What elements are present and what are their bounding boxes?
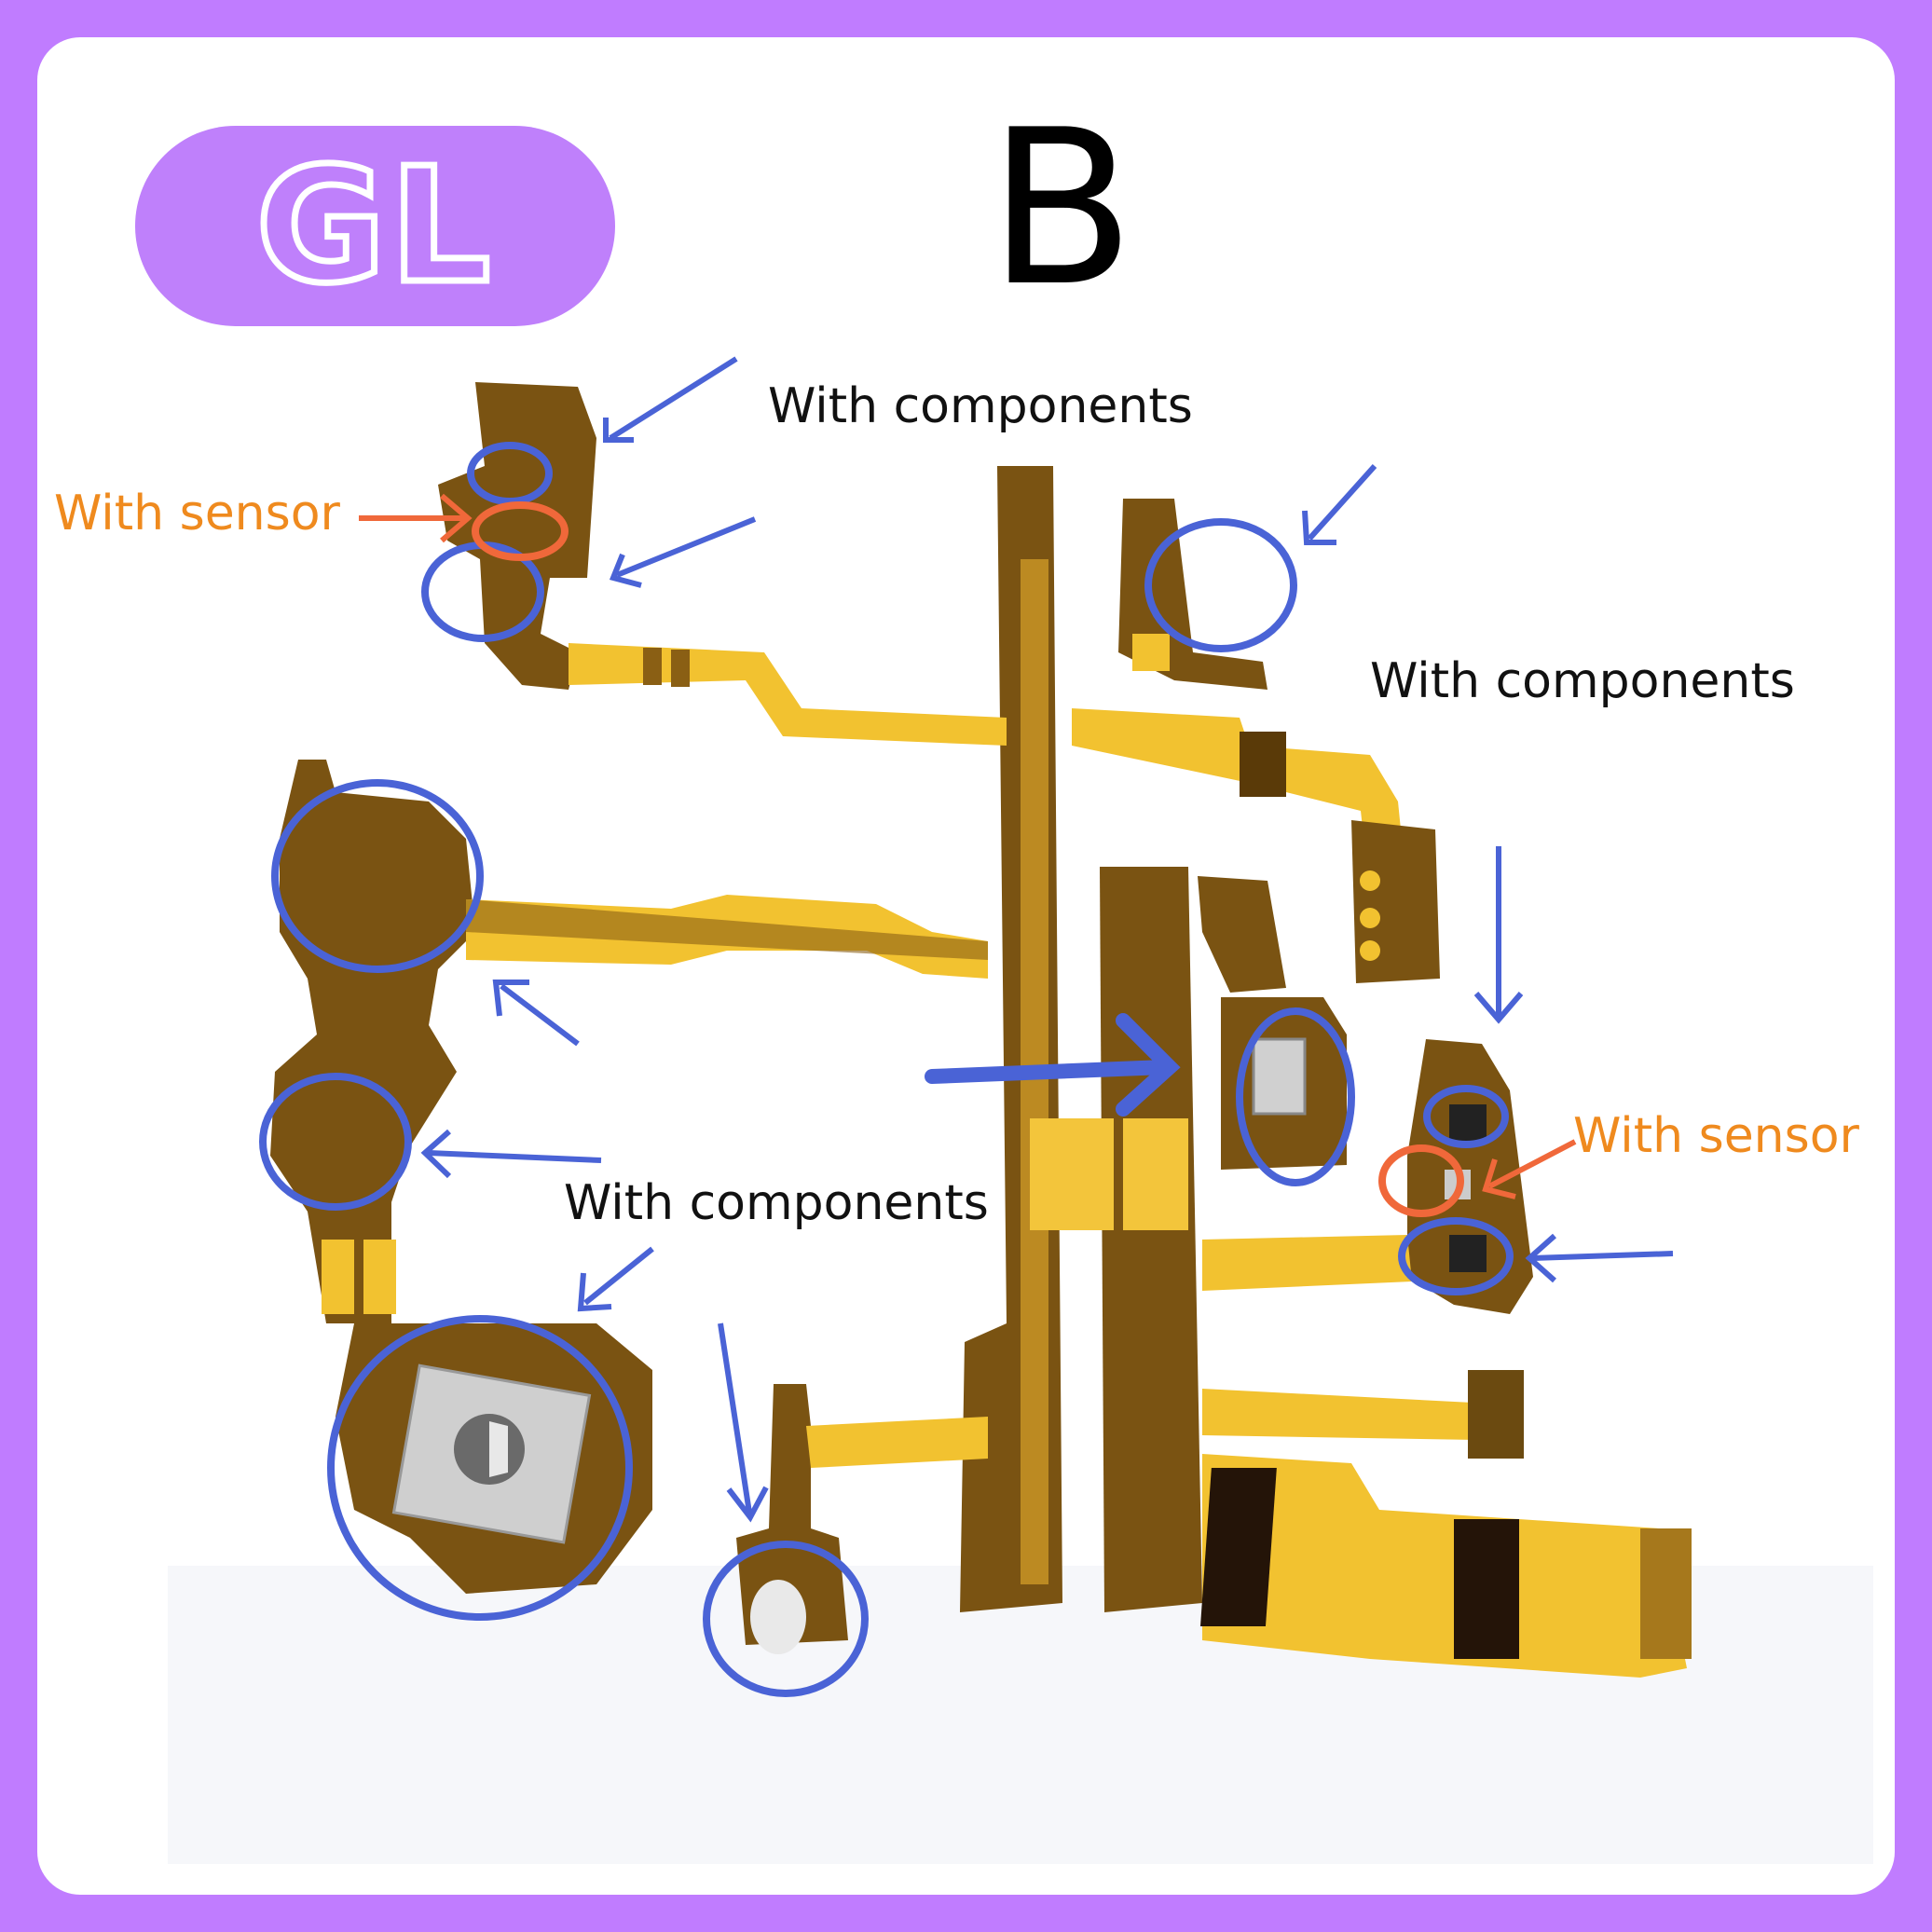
sensor-callouts bbox=[472, 501, 1464, 1217]
flex-cable-photo bbox=[168, 356, 1873, 1864]
component-callouts bbox=[259, 442, 1514, 1697]
label-sensor-right: With sensor bbox=[1573, 1108, 1859, 1164]
label-components-top: With components bbox=[768, 378, 1193, 434]
label-components-right: With components bbox=[1370, 653, 1795, 709]
logo-badge: GL bbox=[135, 126, 615, 326]
label-sensor-left: With sensor bbox=[54, 486, 340, 541]
variant-title: B bbox=[988, 85, 1135, 334]
image-card: GL B bbox=[37, 37, 1895, 1895]
blue-arrows bbox=[420, 356, 1674, 1523]
flex-cable-body bbox=[270, 382, 1692, 1678]
label-components-middle: With components bbox=[564, 1175, 989, 1231]
logo-text: GL bbox=[253, 133, 495, 319]
orange-arrows bbox=[359, 493, 1577, 1199]
bold-arrow bbox=[925, 1013, 1181, 1117]
